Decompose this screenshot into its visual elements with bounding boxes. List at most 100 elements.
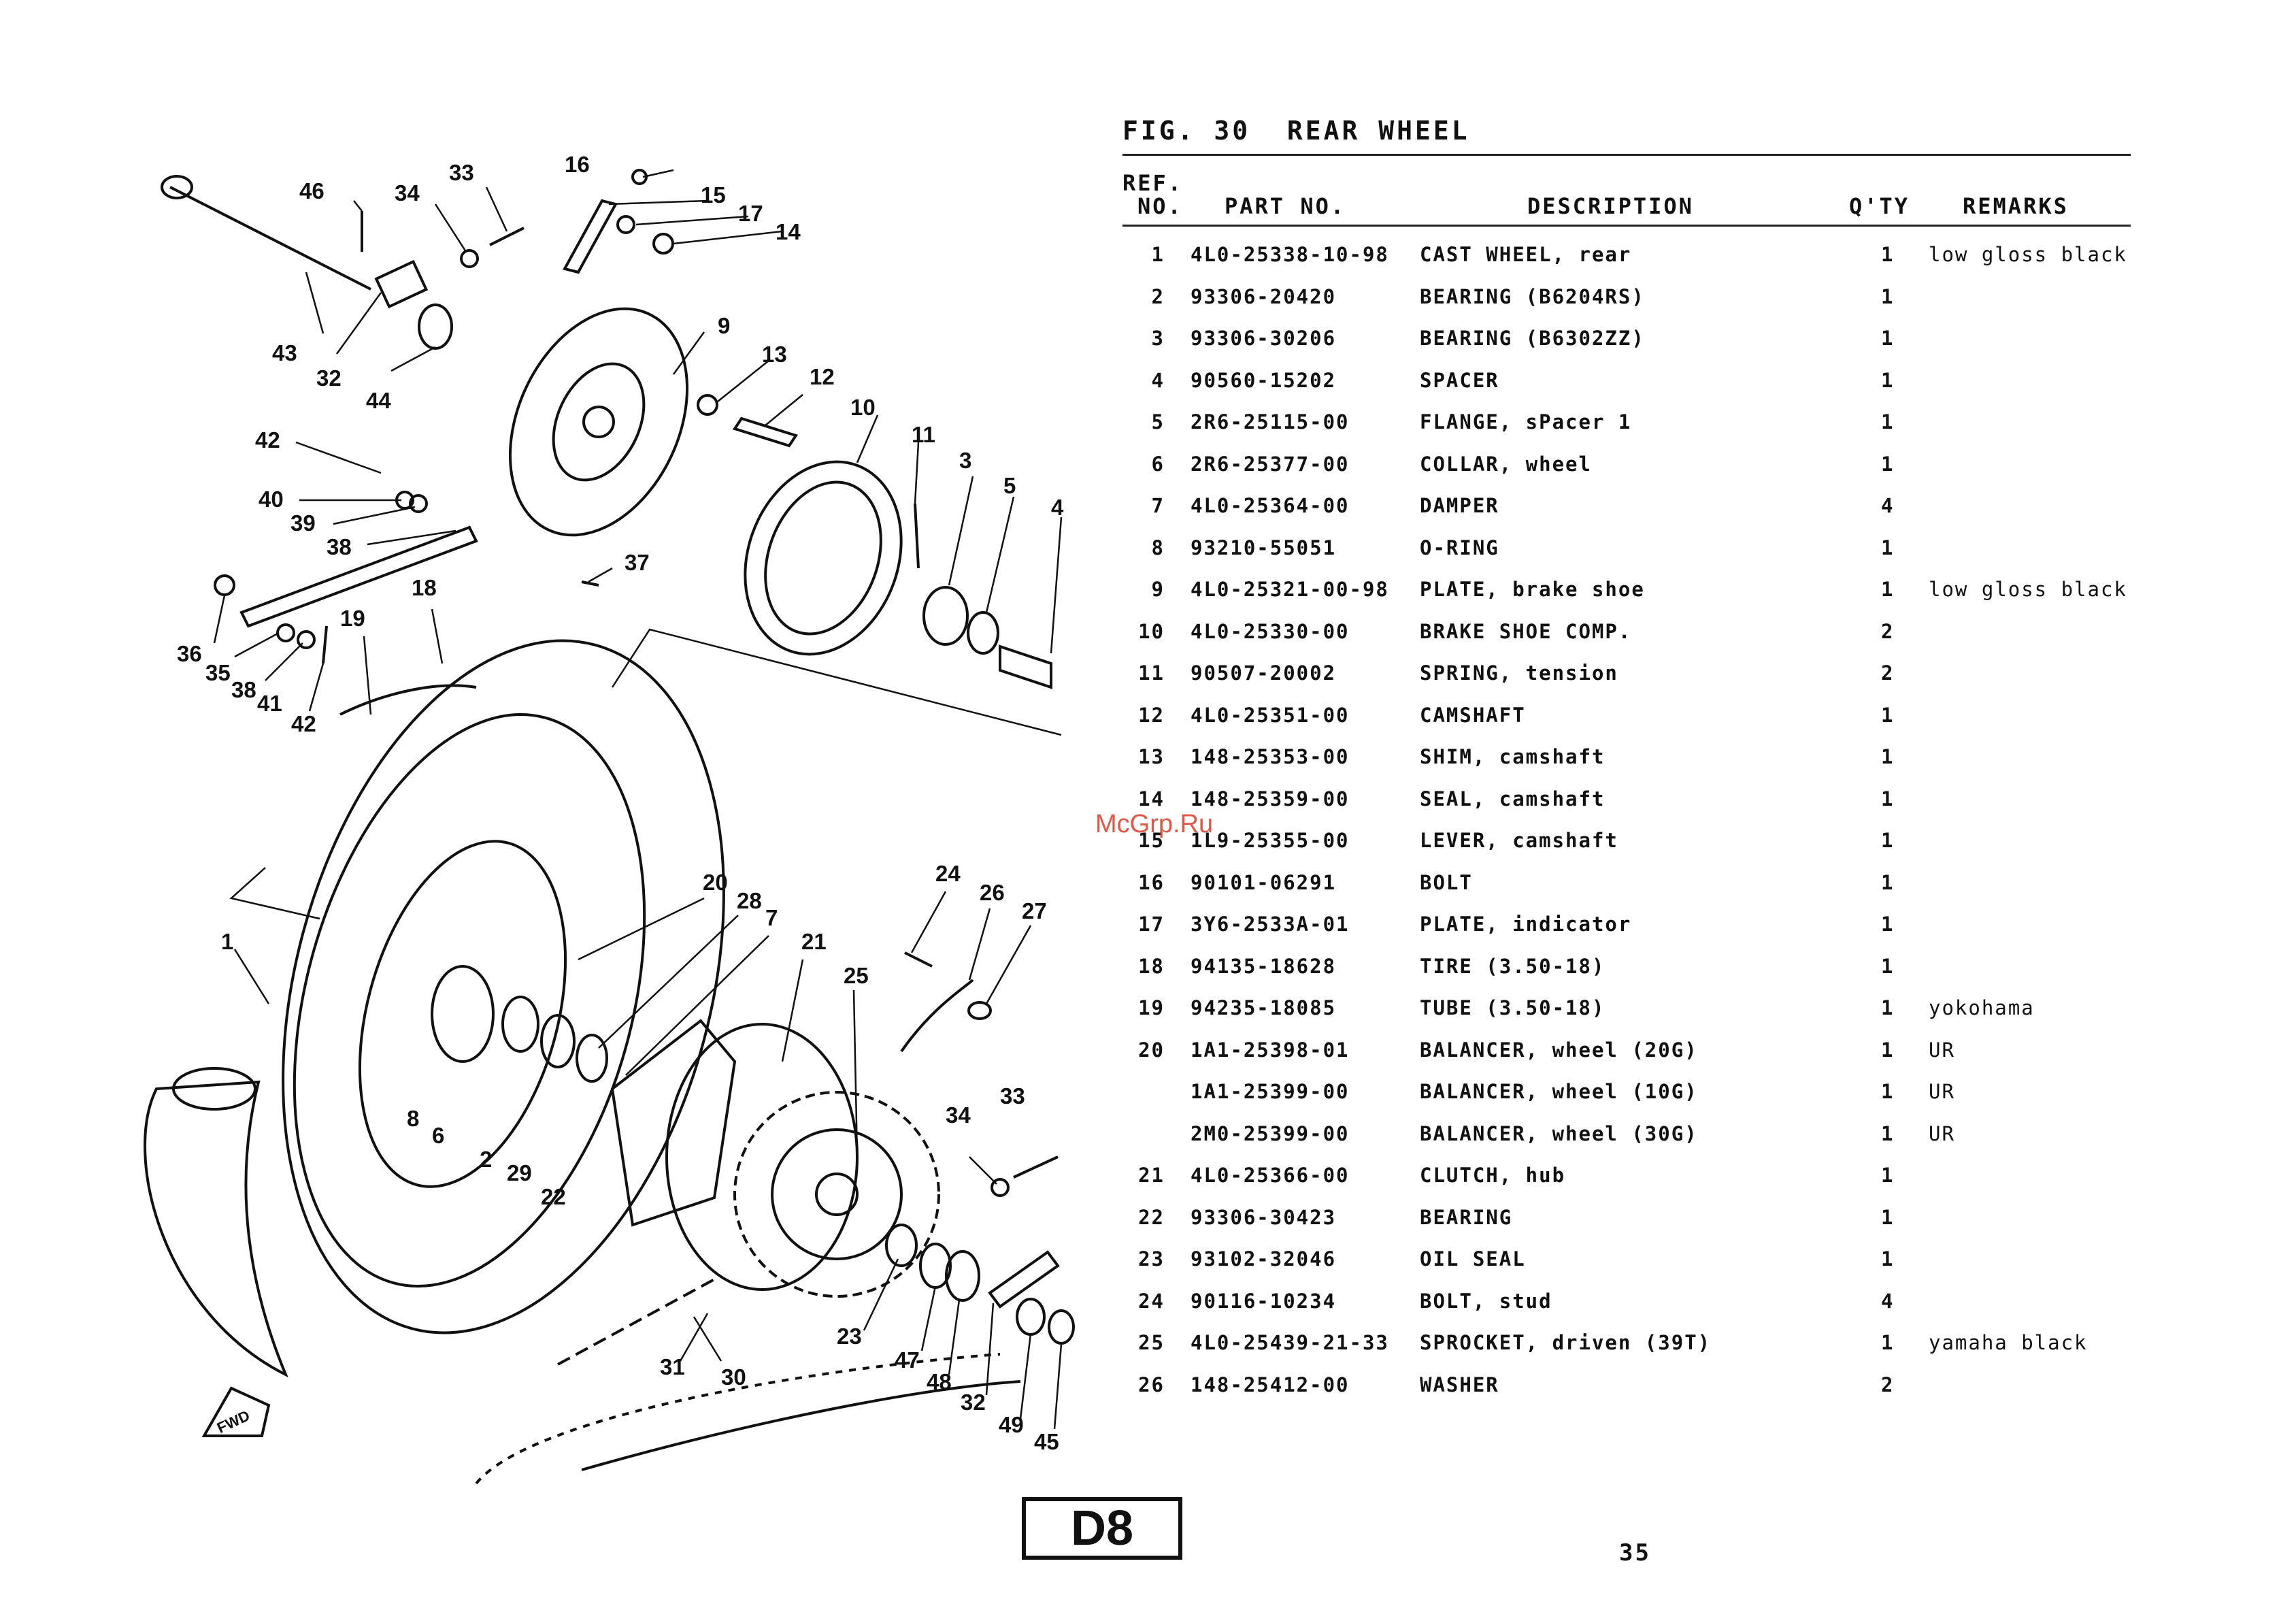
callout: 48 — [927, 1369, 952, 1394]
tire-18 — [282, 639, 725, 1334]
description-cell: PLATE, indicator — [1420, 913, 1632, 936]
callout: 14 — [776, 219, 801, 244]
qty-cell: 1 — [1881, 1247, 1895, 1270]
spring-11 — [914, 503, 920, 569]
callout: 23 — [837, 1324, 862, 1349]
ref-cell: 2 — [1151, 284, 1165, 308]
callout: 36 — [177, 641, 202, 666]
oil-seal-23 — [885, 1224, 918, 1267]
tube-top — [339, 684, 477, 716]
qty-cell: 1 — [1881, 452, 1895, 476]
part-no-cell: 4L0-25439-21-33 — [1191, 1331, 1389, 1354]
washer-49 — [1016, 1298, 1046, 1336]
wheel-spokes-area — [358, 840, 567, 1188]
brake-shoe-inner — [764, 480, 882, 636]
wheel-rim-1 — [293, 713, 646, 1288]
nut-27 — [967, 1001, 992, 1020]
callout: 43 — [272, 340, 297, 365]
header-remarks: REMARKS — [1963, 193, 2069, 219]
description-cell: PLATE, brake shoe — [1420, 578, 1645, 601]
part-no-cell: 4L0-25351-00 — [1191, 703, 1350, 727]
header-description: DESCRIPTION — [1527, 193, 1694, 219]
ref-cell: 19 — [1138, 996, 1165, 1019]
axle-head — [161, 175, 193, 199]
part-no-cell: 2M0-25399-00 — [1191, 1121, 1350, 1145]
callout: 49 — [999, 1412, 1024, 1437]
nut-34b — [991, 1178, 1010, 1197]
callout: 33 — [1000, 1083, 1025, 1109]
description-cell: SPACER — [1420, 368, 1499, 392]
part-no-cell: 148-25353-00 — [1191, 745, 1350, 768]
nut-40 — [409, 494, 428, 513]
bolt-37 — [581, 580, 599, 587]
part-no-cell: 4L0-25338-10-98 — [1191, 243, 1389, 266]
chain-lower — [581, 1380, 1021, 1471]
callout: 10 — [850, 395, 876, 420]
callout: 20 — [703, 870, 728, 895]
callout: 34 — [946, 1102, 971, 1128]
qty-cell: 1 — [1881, 829, 1895, 852]
ref-cell: 10 — [1138, 619, 1165, 643]
description-cell: SHIM, camshaft — [1420, 745, 1605, 768]
ref-cell: 11 — [1138, 661, 1165, 685]
watermark: McGrp.Ru — [1095, 810, 1214, 838]
stud-24 — [904, 951, 933, 968]
callout: 30 — [721, 1364, 746, 1390]
callout: 24 — [935, 861, 961, 886]
header-ref-line1: REF. — [1122, 170, 1184, 196]
qty-cell: 1 — [1881, 327, 1895, 350]
description-cell: CLUTCH, hub — [1420, 1164, 1566, 1187]
callout: 44 — [366, 388, 391, 413]
part-no-cell: 90507-20002 — [1191, 661, 1337, 685]
description-cell: BALANCER, wheel (30G) — [1420, 1121, 1698, 1145]
remarks-cell: low gloss black — [1929, 243, 2127, 266]
ref-cell: 24 — [1138, 1289, 1165, 1313]
callout: 38 — [231, 677, 256, 702]
assembly-bracket-top — [611, 628, 1062, 736]
ref-cell: 16 — [1138, 870, 1165, 894]
qty-cell: 4 — [1881, 494, 1895, 517]
tube-opening — [172, 1067, 256, 1111]
qty-cell: 2 — [1881, 661, 1895, 685]
fwd-label: FWD — [214, 1407, 252, 1437]
spacer-4 — [999, 644, 1052, 689]
part-no-cell: 1A1-25399-00 — [1191, 1080, 1350, 1103]
fwd-arrow-icon — [201, 1386, 271, 1437]
qty-cell: 1 — [1881, 913, 1895, 936]
chain-joint-31 — [557, 1278, 715, 1366]
callout: 40 — [259, 487, 284, 512]
ref-cell: 5 — [1151, 410, 1165, 433]
callout: 7 — [765, 905, 778, 930]
part-no-cell: 4L0-25366-00 — [1191, 1164, 1350, 1187]
ref-cell: 15 — [1138, 829, 1165, 852]
callout: 12 — [810, 364, 835, 389]
qty-cell: 2 — [1881, 619, 1895, 643]
camshaft-12 — [732, 416, 799, 448]
qty-cell: 1 — [1881, 870, 1895, 894]
part-no-cell: 93306-30423 — [1191, 1205, 1337, 1229]
qty-cell: 1 — [1881, 1121, 1895, 1145]
bolt-36 — [214, 574, 235, 596]
description-cell: SEAL, camshaft — [1420, 787, 1605, 810]
part-no-cell: 148-25359-00 — [1191, 787, 1350, 810]
figure-title: FIG. 30 REAR WHEEL — [1122, 116, 1470, 146]
callout: 42 — [255, 427, 280, 453]
qty-cell: 1 — [1881, 787, 1895, 810]
shim-13 — [697, 394, 718, 416]
qty-cell: 1 — [1881, 368, 1895, 392]
part-no-cell: 90560-15202 — [1191, 368, 1337, 392]
qty-cell: 1 — [1881, 243, 1895, 266]
header-ref-line2: NO. — [1137, 193, 1183, 219]
ref-cell: 20 — [1138, 1038, 1165, 1062]
leader-lines — [213, 169, 1063, 1430]
bolt-33b — [1013, 1155, 1059, 1179]
